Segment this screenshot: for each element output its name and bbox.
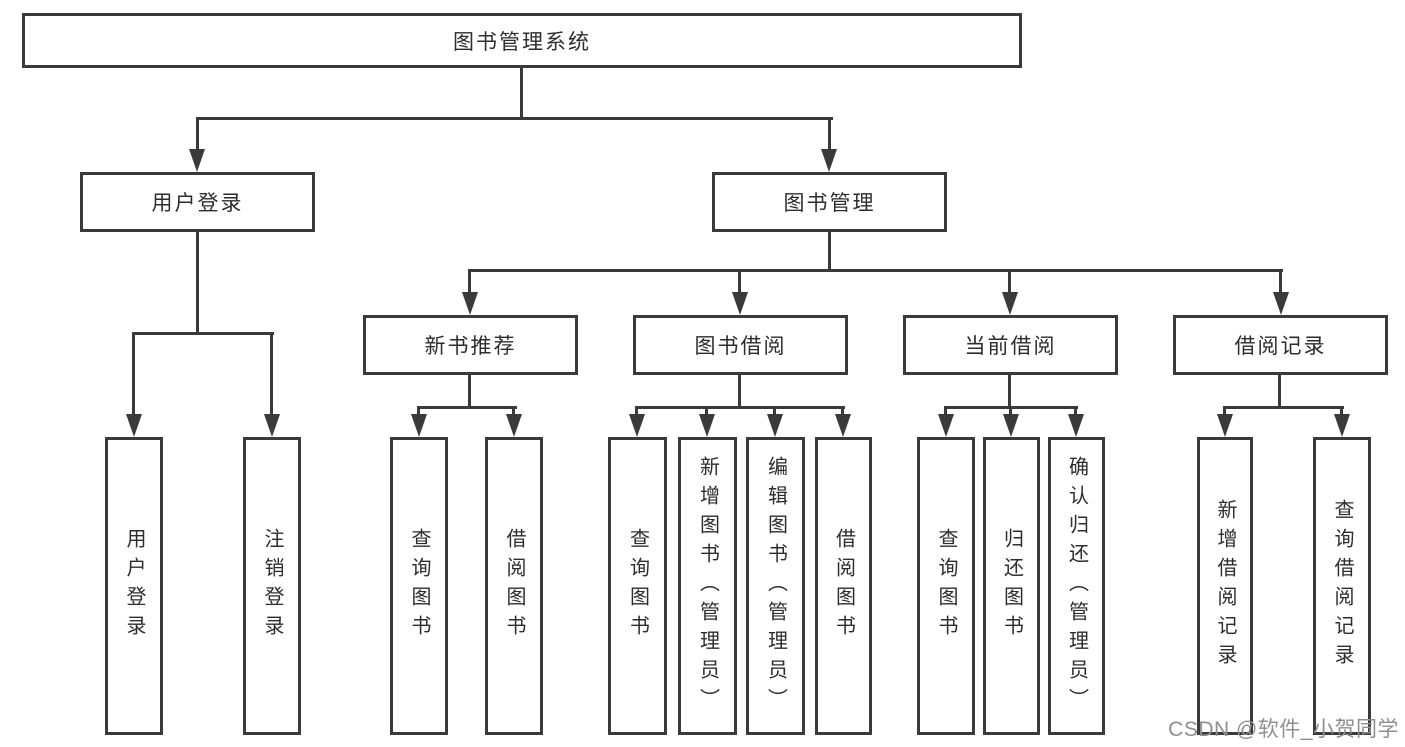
connector-leaf-stem [944,406,947,415]
connector-leaf-stem [270,332,273,414]
connector-borrow-record-down [1278,375,1281,409]
leaf-add-borrow-record-label: 新增借阅记录 [1214,499,1236,673]
connector-book-mgmt-down [828,232,831,272]
arrow-to-leaf-user-login [126,414,142,437]
connector-leaf-stem [841,406,844,415]
arrow-to-book-mgmt [821,149,837,172]
arrow-to-new-book [462,292,478,315]
connector-level3-branch [468,269,1283,272]
connector-leaf-stem [1340,406,1343,415]
connector-root-branch [196,117,833,120]
node-book-borrow: 图书借阅 [633,315,848,375]
leaf-query-borrow-record: 查询借阅记录 [1313,437,1371,735]
arrow-to-leaf [506,414,522,437]
leaf-query-books-label: 查询图书 [408,528,430,644]
leaf-query-books-label: 查询图书 [935,528,957,644]
node-current-borrow-label: 当前借阅 [964,335,1057,358]
leaf-query-books: 查询图书 [917,437,975,735]
connector-current-borrow-down [1008,375,1011,409]
leaf-user-login-label: 用户登录 [123,528,145,644]
node-root-label: 图书管理系统 [453,30,591,54]
arrow-to-leaf [1068,414,1084,437]
node-current-borrow: 当前借阅 [903,315,1118,375]
connector-leaf-stem [132,332,135,414]
connector-l3-stem [1008,269,1011,292]
node-book-borrow-label: 图书借阅 [694,335,787,358]
leaf-user-login: 用户登录 [105,437,163,735]
arrow-to-leaf [767,414,783,437]
leaf-query-borrow-record-label: 查询借阅记录 [1331,499,1353,673]
connector-book-borrow-branch [635,406,845,409]
connector-book-mgmt-stem [828,117,831,150]
connector-l3-stem [738,269,741,292]
leaf-borrow-books: 借阅图书 [815,437,872,735]
connector-new-book-down [468,375,471,409]
connector-l3-stem [1279,269,1282,292]
leaf-confirm-return-admin-label: 确认归还（管理员） [1065,455,1088,717]
node-user-login-label: 用户登录 [151,192,244,215]
connector-leaf-stem [773,406,776,415]
node-borrow-record: 借阅记录 [1173,315,1388,375]
leaf-borrow-books: 借阅图书 [485,437,543,735]
leaf-edit-books-admin: 编辑图书（管理员） [746,437,805,735]
leaf-logout-label: 注销登录 [261,528,283,644]
arrow-to-leaf [1334,414,1350,437]
node-new-book-recommend-label: 新书推荐 [424,335,517,358]
connector-user-login-down [196,232,199,335]
connector-leaf-stem [705,406,708,415]
arrow-to-leaf [1217,414,1233,437]
connector-leaf-stem [1009,406,1012,415]
leaf-return-books-label: 归还图书 [1000,528,1023,644]
leaf-return-books: 归还图书 [983,437,1040,735]
leaf-borrow-books-label: 借阅图书 [832,528,855,644]
arrow-to-book-borrow [732,292,748,315]
node-book-management: 图书管理 [712,172,947,232]
node-book-management-label: 图书管理 [783,192,876,215]
node-user-login: 用户登录 [80,172,315,232]
connector-root-stem [520,68,523,120]
leaf-query-books: 查询图书 [608,437,667,735]
connector-leaf-stem [635,406,638,415]
leaf-confirm-return-admin: 确认归还（管理员） [1048,437,1105,735]
leaf-edit-books-admin-label: 编辑图书（管理员） [764,455,787,717]
leaf-add-books-admin-label: 新增图书（管理员） [696,455,719,717]
connector-user-login-branch [132,332,274,335]
connector-new-book-branch [417,406,517,409]
connector-leaf-stem [1074,406,1077,415]
arrow-to-leaf [411,414,427,437]
connector-leaf-stem [512,406,515,415]
csdn-watermark: CSDN @软件_小贺同学 [1168,718,1399,741]
leaf-logout: 注销登录 [243,437,301,735]
arrow-to-leaf [835,414,851,437]
arrow-to-leaf-logout [264,414,280,437]
leaf-add-books-admin: 新增图书（管理员） [678,437,737,735]
arrow-to-leaf [699,414,715,437]
arrow-to-leaf [629,414,645,437]
connector-l3-stem [468,269,471,292]
node-new-book-recommend: 新书推荐 [363,315,578,375]
node-root: 图书管理系统 [22,13,1022,68]
arrow-to-leaf [1003,414,1019,437]
node-borrow-record-label: 借阅记录 [1234,335,1327,358]
arrow-to-user-login [189,149,205,172]
connector-user-login-stem [196,117,199,150]
leaf-borrow-books-label: 借阅图书 [503,528,525,644]
connector-leaf-stem [417,406,420,415]
connector-book-borrow-down [738,375,741,409]
arrow-to-current-borrow [1002,292,1018,315]
arrow-to-leaf [938,414,954,437]
arrow-to-borrow-record [1273,292,1289,315]
leaf-add-borrow-record: 新增借阅记录 [1197,437,1253,735]
leaf-query-books-label: 查询图书 [626,528,649,644]
leaf-query-books: 查询图书 [390,437,448,735]
connector-leaf-stem [1223,406,1226,415]
connector-borrow-record-branch [1223,406,1344,409]
